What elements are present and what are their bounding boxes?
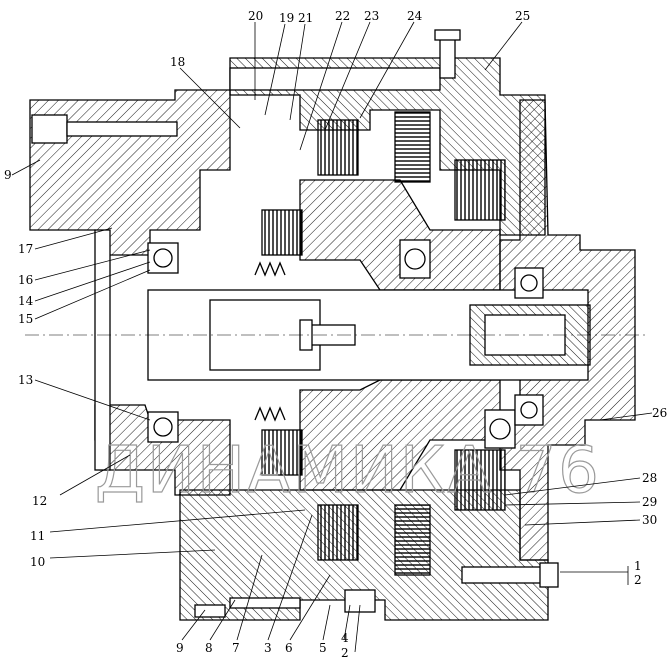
watermark-text: ДИНАМИКА 76 — [95, 434, 601, 508]
callout-labels: 20 19 21 22 23 24 25 18 9 17 16 14 15 13… — [4, 9, 667, 660]
callout-10: 10 — [30, 555, 45, 569]
disc-pack-upper-left — [317, 119, 359, 176]
callout-19: 19 — [279, 11, 294, 25]
callout-4: 4 — [341, 631, 349, 645]
callout-18: 18 — [170, 55, 185, 69]
spring-lower — [394, 504, 431, 576]
disc-pack-mid-upper — [261, 209, 303, 256]
callout-29: 29 — [642, 495, 657, 509]
callout-25: 25 — [515, 9, 530, 23]
left-port-channel — [66, 121, 178, 137]
callout-13: 13 — [18, 373, 33, 387]
callout-30: 30 — [642, 513, 657, 527]
callout-6: 6 — [285, 641, 293, 655]
callout-11: 11 — [30, 529, 45, 543]
disc-pack-lower-right — [454, 449, 506, 511]
callout-5: 5 — [319, 641, 327, 655]
disc-pack-upper-right — [454, 159, 506, 221]
callout-2-right: 2 — [634, 573, 642, 587]
callout-23: 23 — [364, 9, 379, 23]
top-stud — [229, 67, 441, 91]
disc-pack-lower-left — [317, 504, 359, 561]
bottom-stud-8 — [229, 597, 301, 609]
bleed-valve-25 — [439, 37, 456, 79]
callout-20: 20 — [248, 9, 263, 23]
left-port-bolt — [31, 114, 68, 144]
callout-12: 12 — [32, 494, 47, 508]
disc-pack-mid-lower — [261, 429, 303, 476]
callout-9-left: 9 — [4, 168, 12, 182]
callout-8: 8 — [205, 641, 213, 655]
callout-28: 28 — [642, 471, 657, 485]
bleed-valve-cap — [434, 29, 461, 41]
callout-3: 3 — [264, 641, 272, 655]
callout-21: 21 — [298, 11, 313, 25]
leader-lines — [11, 21, 653, 653]
spring-upper — [394, 111, 431, 183]
top-cover — [229, 57, 546, 236]
callout-26: 26 — [652, 406, 667, 420]
callout-24: 24 — [407, 9, 423, 23]
coil-spring-upper — [254, 261, 286, 277]
bottom-drain-head — [539, 562, 559, 588]
callout-22: 22 — [335, 9, 350, 23]
left-bolt-9 — [194, 604, 226, 618]
callout-7: 7 — [232, 641, 240, 655]
callout-2-bottom: 2 — [341, 646, 349, 660]
left-inner-wall — [94, 229, 111, 471]
callout-15: 15 — [18, 312, 33, 326]
housing — [25, 29, 645, 621]
callout-9-bottom: 9 — [176, 641, 184, 655]
bottom-drain-bolt — [461, 566, 543, 584]
callout-14: 14 — [18, 294, 34, 308]
coil-spring-lower — [254, 406, 286, 422]
callout-17: 17 — [18, 242, 33, 256]
bottom-plug — [344, 589, 376, 613]
bottom-cover — [179, 489, 549, 621]
callout-1: 1 — [634, 559, 642, 573]
callout-16: 16 — [18, 273, 33, 287]
